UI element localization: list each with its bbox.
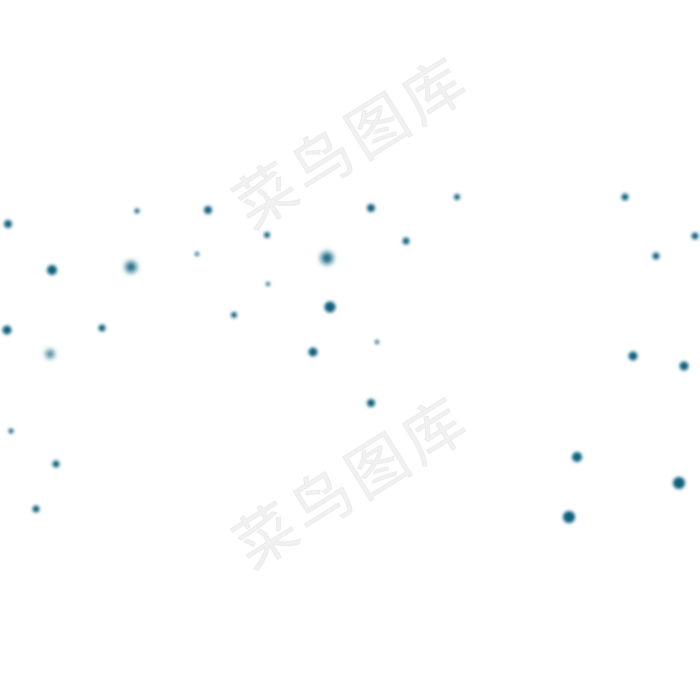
dot (46, 350, 54, 358)
dot (652, 252, 660, 260)
dot (375, 340, 379, 344)
dot (52, 460, 60, 468)
dot (454, 194, 460, 200)
dot (47, 265, 57, 275)
dot (308, 347, 318, 357)
dot (8, 428, 14, 434)
dot (125, 261, 137, 273)
dot (4, 220, 12, 228)
dot (264, 232, 270, 238)
dot (324, 301, 336, 313)
dot (231, 312, 237, 318)
dot (402, 237, 410, 245)
dot (134, 208, 140, 214)
dot (321, 252, 333, 264)
dot (195, 252, 199, 256)
dot (691, 232, 699, 240)
dot (572, 452, 582, 462)
dot (32, 505, 40, 513)
dot (673, 477, 685, 489)
dot (204, 206, 212, 214)
dot (621, 193, 629, 201)
dot (367, 399, 375, 407)
dot (266, 282, 270, 286)
dot (367, 204, 375, 212)
dot (2, 325, 12, 335)
dot (628, 351, 638, 361)
dot (679, 361, 689, 371)
dot (563, 511, 575, 523)
dot (98, 324, 106, 332)
